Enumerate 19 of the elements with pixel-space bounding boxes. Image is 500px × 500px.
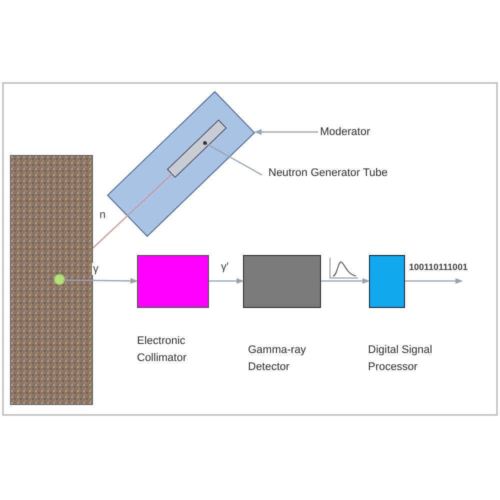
tube-label: Neutron Generator Tube — [267, 166, 389, 180]
edge-label: γ′ — [220, 261, 230, 273]
arrow — [321, 278, 370, 284]
box-caption: Digital Signal Processor — [368, 343, 434, 375]
box-caption: Gamma-ray Detector — [248, 343, 308, 375]
edge-label: 100110111001 — [408, 261, 469, 273]
edge-label: n — [98, 209, 107, 221]
arrow — [209, 278, 244, 284]
detector-box — [243, 255, 321, 308]
processor-box — [369, 255, 405, 308]
collimator-box — [137, 255, 209, 308]
edge-label: γ — [92, 262, 100, 274]
leader-line — [254, 129, 318, 135]
box-caption: Electronic Collimator — [137, 334, 188, 366]
arrow — [405, 278, 463, 284]
arrow — [63, 278, 138, 284]
moderator-label: Moderator — [320, 125, 372, 139]
soil-block — [10, 155, 93, 405]
leader-line — [203, 141, 262, 176]
